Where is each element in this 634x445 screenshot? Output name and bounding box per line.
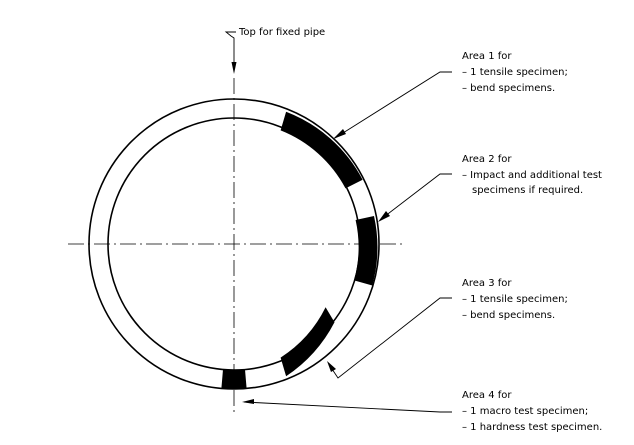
area-3-title: Area 3 for bbox=[462, 278, 512, 289]
area-4-leader bbox=[243, 401, 452, 413]
area-2-line-2: specimens if required. bbox=[472, 185, 583, 196]
area-1-leader bbox=[334, 71, 452, 139]
area-3-leader bbox=[329, 297, 452, 379]
area-1-line-2: – bend specimens. bbox=[462, 83, 555, 94]
area-3-arrowhead bbox=[327, 361, 336, 372]
area-1-title: Area 1 for bbox=[462, 51, 512, 62]
area-2-segment bbox=[354, 216, 378, 286]
area-2-title: Area 2 for bbox=[462, 154, 512, 165]
area-1-label: Area 1 for – 1 tensile specimen; – bend … bbox=[462, 51, 568, 94]
top-arrowhead bbox=[231, 62, 237, 74]
area-3-label: Area 3 for – 1 tensile specimen; – bend … bbox=[462, 278, 568, 321]
area-4-label: Area 4 for – 1 macro test specimen; – 1 … bbox=[462, 390, 602, 433]
area-3-segment bbox=[280, 307, 335, 377]
area-1-line-1: – 1 tensile specimen; bbox=[462, 67, 568, 78]
top-marker: Top for fixed pipe bbox=[224, 27, 325, 74]
area-2-arrowhead bbox=[378, 211, 390, 222]
top-leader-line bbox=[224, 31, 236, 72]
area-3-line-1: – 1 tensile specimen; bbox=[462, 294, 568, 305]
area-2-line-1: – Impact and additional test bbox=[462, 170, 602, 181]
pipe-ring bbox=[88, 98, 380, 390]
area-4-line-2: – 1 hardness test specimen. bbox=[462, 422, 602, 433]
area-4-arrowhead bbox=[242, 399, 254, 404]
outer-circle bbox=[88, 98, 380, 390]
area-2-leader bbox=[379, 173, 452, 221]
area-1-arrowhead bbox=[333, 129, 346, 139]
top-label: Top for fixed pipe bbox=[238, 27, 325, 38]
inner-circle bbox=[107, 117, 361, 371]
area-2-label: Area 2 for – Impact and additional test … bbox=[462, 154, 602, 196]
area-4-segment bbox=[221, 369, 247, 389]
area-3-line-2: – bend specimens. bbox=[462, 310, 555, 321]
area-4-title: Area 4 for bbox=[462, 390, 512, 401]
area-4-line-1: – 1 macro test specimen; bbox=[462, 406, 588, 417]
area-1-segment bbox=[280, 111, 363, 189]
